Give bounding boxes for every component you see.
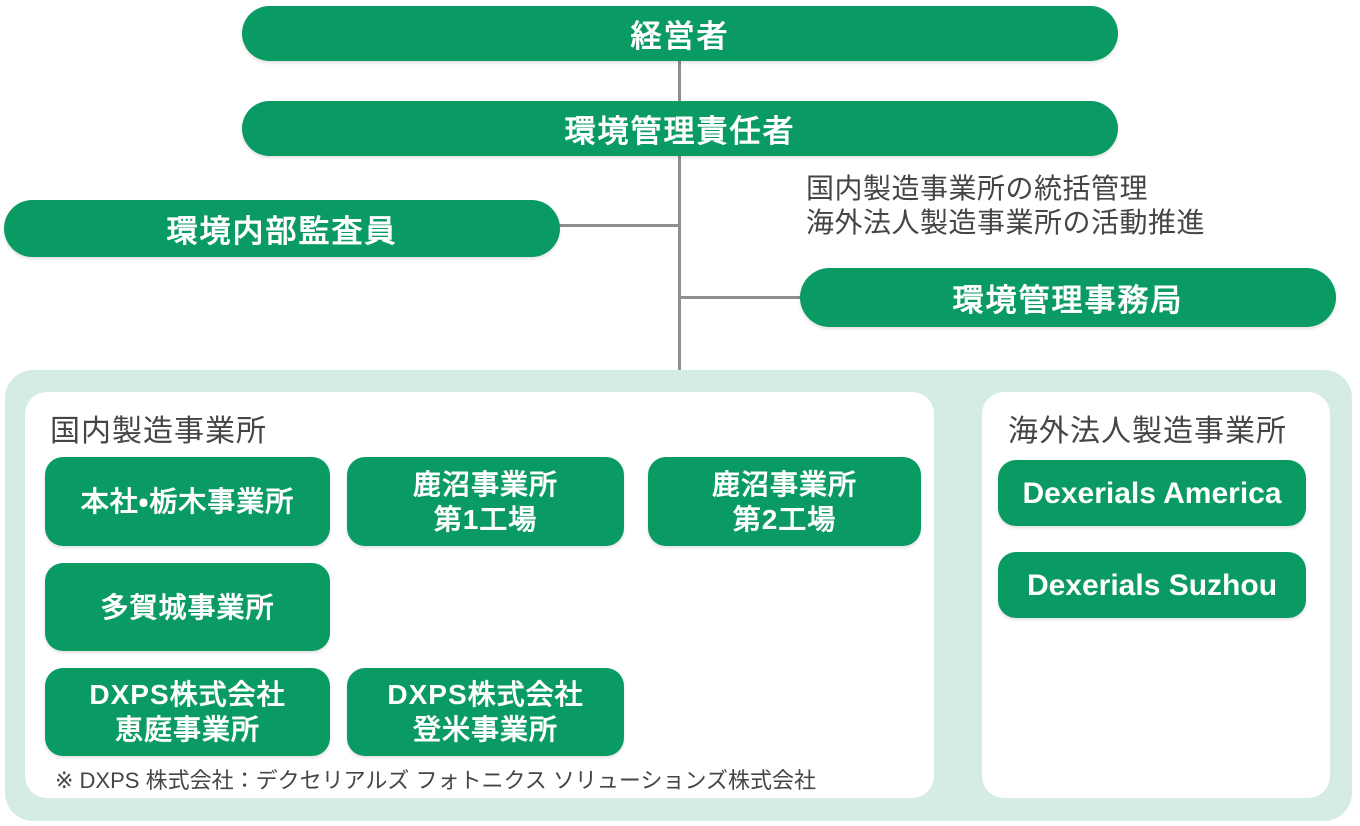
secretariat-note: 国内製造事業所の統括管理 海外法人製造事業所の活動推進: [806, 172, 1205, 240]
dxps-footnote: ※ DXPS 株式会社：デクセリアルズ フォトニクス ソリューションズ株式会社: [55, 768, 817, 793]
connector-auditor-branch: [558, 224, 680, 227]
secretariat-note-line2: 海外法人製造事業所の活動推進: [806, 207, 1206, 238]
connector-executive-to-manager: [678, 61, 681, 102]
site-node-dxps-tome: DXPS株式会社 登米事業所: [347, 668, 624, 756]
executive-node: 経営者: [242, 6, 1118, 61]
site-node-tagajo: 多賀城事業所: [45, 563, 330, 651]
env-manager-node: 環境管理責任者: [242, 101, 1118, 156]
site-node-dexerials-america: Dexerials America: [998, 460, 1306, 526]
secretariat-node: 環境管理事務局: [800, 268, 1336, 327]
site-node-kanuma-plant2: 鹿沼事業所 第2工場: [648, 457, 921, 546]
site-node-dxps-eniwa: DXPS株式会社 恵庭事業所: [45, 668, 330, 756]
site-node-dexerials-suzhou: Dexerials Suzhou: [998, 552, 1306, 618]
connector-manager-to-sites: [678, 156, 681, 372]
connector-secretariat-branch: [681, 296, 802, 299]
overseas-panel-title: 海外法人製造事業所: [1008, 415, 1287, 448]
site-node-honsha-tochigi: 本社・栃木事業所: [45, 457, 330, 546]
site-node-kanuma-plant1: 鹿沼事業所 第1工場: [347, 457, 624, 546]
secretariat-note-line1: 国内製造事業所の統括管理: [806, 173, 1149, 204]
domestic-panel-title: 国内製造事業所: [50, 415, 267, 448]
internal-auditor-node: 環境内部監査員: [4, 200, 560, 257]
